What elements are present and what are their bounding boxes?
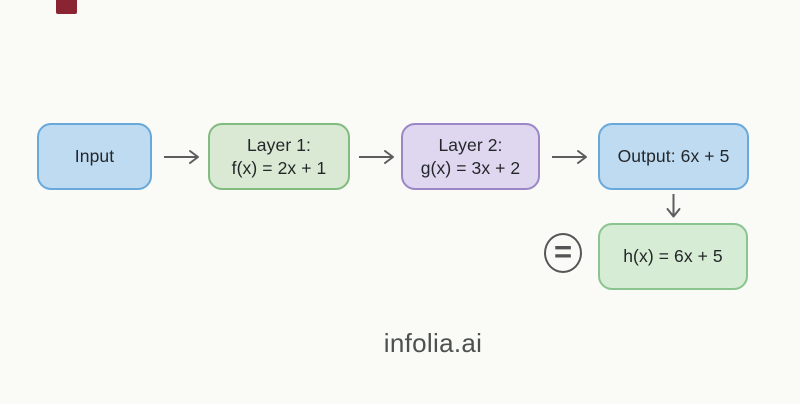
node-output: Output: 6x + 5 bbox=[598, 123, 749, 190]
node-layer2-title: Layer 2: bbox=[438, 134, 503, 155]
node-combined-label: h(x) = 6x + 5 bbox=[623, 246, 723, 267]
equals-icon: = bbox=[544, 233, 582, 273]
recording-mark bbox=[56, 0, 77, 14]
watermark: infolia.ai bbox=[383, 328, 483, 358]
equals-symbol: = bbox=[553, 234, 573, 269]
node-layer1: Layer 1: f(x) = 2x + 1 bbox=[208, 123, 350, 190]
node-layer2: Layer 2: g(x) = 3x + 2 bbox=[401, 123, 540, 190]
node-input-label: Input bbox=[74, 146, 115, 167]
arrow-down-icon bbox=[665, 193, 682, 221]
arrow-right-icon bbox=[549, 148, 591, 166]
node-input: Input bbox=[37, 123, 152, 190]
node-output-label: Output: 6x + 5 bbox=[617, 146, 730, 167]
arrow-right-icon bbox=[356, 148, 398, 166]
node-combined-function: h(x) = 6x + 5 bbox=[598, 223, 748, 290]
node-layer2-formula: g(x) = 3x + 2 bbox=[420, 157, 521, 178]
arrow-right-icon bbox=[161, 148, 203, 166]
node-layer1-formula: f(x) = 2x + 1 bbox=[231, 157, 327, 178]
node-layer1-title: Layer 1: bbox=[246, 134, 312, 155]
